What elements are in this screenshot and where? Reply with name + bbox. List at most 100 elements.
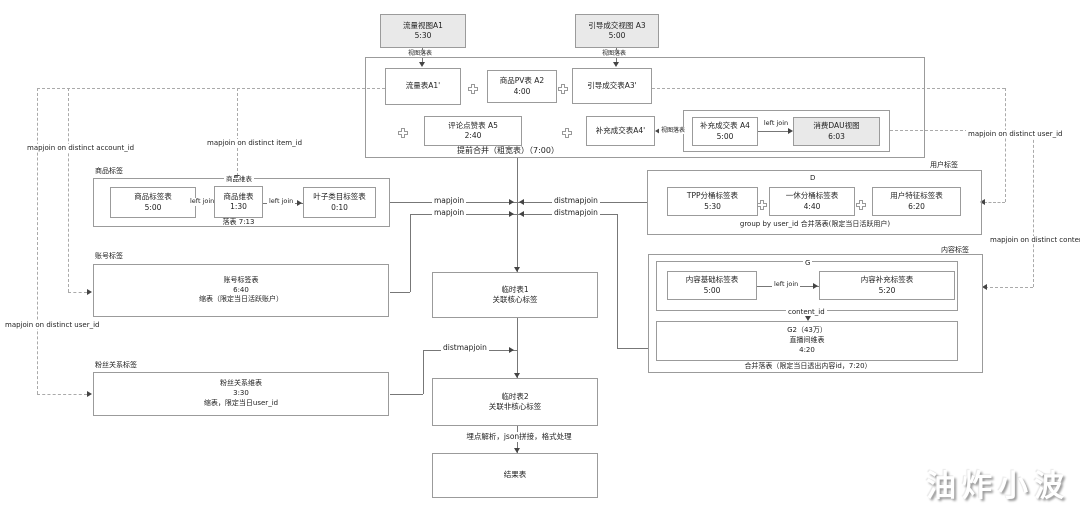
fans-table-note: 缩表，限定当日user_id [203, 398, 279, 407]
temp-table1-box: 临时表1 关联核心标签 [432, 272, 598, 318]
user-feature-table-time: 6:20 [908, 201, 925, 211]
connector [410, 214, 411, 292]
arrow-down-icon [805, 316, 811, 321]
arrow-down-icon [613, 62, 619, 67]
mapjoin-user-right-label: mapjoin on distinct user_id [966, 130, 1065, 139]
arrow-right-icon [87, 289, 92, 295]
view-landing-label: 视图落表 [659, 127, 688, 135]
tpp-table-box: TPP分桶标签表 5:30 [667, 187, 758, 216]
plus-icon [558, 80, 569, 94]
mapjoin-user-left-label: mapjoin on distinct user_id [3, 321, 102, 330]
guide-view-time: 5:00 [608, 31, 626, 40]
temp-table2-subtitle: 关联非核心标签 [488, 402, 542, 411]
dau-view-title: 消费DAU视图 [813, 121, 860, 130]
content-base-table-time: 5:00 [703, 285, 721, 295]
user-feature-table-title: 用户特征标签表 [890, 191, 943, 200]
connector [390, 394, 423, 395]
fans-table-time: 3:30 [233, 389, 249, 398]
connector-dashed [68, 292, 87, 293]
account-table-title: 账号标签表 [223, 275, 259, 284]
temp-table1-title: 临时表1 [501, 284, 529, 294]
content-base-table-box: 内容基础标签表 5:00 [667, 271, 757, 300]
dau-view-box: 消费DAU视图 6:03 [793, 117, 880, 146]
user-feature-table-box: 用户特征标签表 6:20 [872, 187, 961, 216]
guide-view-box: 引导成交视图 A3 5:00 [575, 14, 659, 48]
plus-icon [562, 124, 573, 138]
mapjoin-label: mapjoin [432, 196, 467, 205]
supp-src-time: 5:00 [716, 131, 734, 141]
connector-dashed [984, 202, 1005, 203]
pv-table-title: 商品PV表 A2 [499, 76, 545, 85]
guide-table-box: 引导成交表A3' [572, 68, 652, 104]
flow-table-box: 流量表A1' [385, 68, 461, 105]
mapjoin-label: mapjoin [432, 208, 467, 217]
yixiu-table-time: 4:40 [803, 201, 821, 211]
guide-view-title: 引导成交视图 A3 [588, 20, 646, 30]
connector-dashed [1033, 130, 1034, 287]
connector [517, 318, 518, 378]
process-note-label: 埋点解析，json拼接，格式处理 [437, 432, 601, 442]
leaf-category-table-title: 叶子类目标签表 [313, 192, 366, 201]
item-dim-table-title: 商品维表 [223, 191, 254, 201]
user-section-caption: group by user_id 合并落表(限定当日活跃用户) [739, 220, 891, 228]
connector-dashed [37, 88, 385, 89]
item-tag-table-time: 5:00 [144, 202, 162, 212]
item-tag-table-box: 商品标签表 5:00 [110, 187, 196, 218]
connector [423, 350, 424, 394]
leaf-category-table-time: 0:10 [331, 202, 348, 212]
arrow-right-icon [813, 283, 818, 289]
watermark: 油炸小波 [926, 469, 1070, 504]
arrow-left-icon [519, 211, 524, 217]
plus-icon [468, 80, 479, 94]
arrow-right-icon [788, 128, 793, 134]
item-section-caption: 落表 7:13 [222, 218, 255, 226]
item-section-label: 商品标签 [95, 167, 123, 175]
item-dim-label: 商品维表 [224, 175, 254, 184]
flow-view-title: 流量视图A1 [403, 20, 443, 30]
arrow-right-icon [509, 347, 514, 353]
dau-view-time: 6:03 [828, 131, 845, 141]
content-section-container [648, 254, 983, 373]
connector [617, 214, 618, 348]
distmapjoin-label: distmapjoin [552, 196, 600, 205]
connector [390, 292, 410, 293]
distmapjoin-label: distmapjoin [552, 208, 600, 217]
connector-dashed [1005, 88, 1006, 202]
connector [517, 158, 518, 272]
user-section-label: 用户标签 [930, 161, 958, 169]
connector-dashed [37, 88, 38, 394]
supp-table-box: 补充成交表A4' [586, 116, 655, 146]
account-table-time: 6:40 [233, 285, 249, 294]
account-table-note: 缩表（限定当日活跃账户） [199, 295, 283, 304]
item-tag-table-title: 商品标签表 [134, 192, 172, 201]
content-section-label: 内容标签 [941, 246, 969, 254]
live-room-table-box: G2（43万） 直播间维表 4:20 [656, 321, 958, 361]
flow-view-box: 流量视图A1 5:30 [380, 14, 466, 48]
arrow-right-icon [87, 391, 92, 397]
result-table-title: 结果表 [503, 470, 527, 480]
distmapjoin-label: distmapjoin [441, 343, 489, 352]
supp-src-box: 补充成交表 A4 5:00 [692, 117, 758, 146]
leaf-category-table-box: 叶子类目标签表 0:10 [303, 187, 376, 218]
yixiu-table-box: 一休分桶标签表 4:40 [769, 187, 855, 216]
fans-relation-table-box: 粉丝关系维表 3:30 缩表，限定当日user_id [93, 372, 389, 416]
left-join-label: left join [267, 197, 296, 206]
left-join-label: left join [188, 197, 217, 206]
account-tag-table-box: 账号标签表 6:40 缩表（限定当日活跃账户） [93, 264, 389, 317]
content-id-label: content_id [786, 308, 827, 317]
arrow-right-icon [509, 211, 514, 217]
temp-table2-title: 临时表2 [501, 391, 529, 401]
user-section-container [647, 170, 982, 235]
fans-table-title: 粉丝关系维表 [220, 379, 262, 388]
arrow-left-icon [980, 199, 985, 205]
arrow-right-icon [297, 200, 302, 206]
supp-table-title: 补充成交表A4' [595, 125, 646, 135]
mapjoin-account-label: mapjoin on distinct account_id [25, 144, 137, 153]
connector-dashed [985, 287, 1033, 288]
content-supp-table-time: 5:20 [878, 285, 896, 295]
tpp-table-time: 5:30 [704, 201, 721, 211]
connector-dashed [37, 394, 87, 395]
connector [758, 131, 791, 132]
item-dim-table-box: 商品维表 1:30 [214, 186, 263, 218]
